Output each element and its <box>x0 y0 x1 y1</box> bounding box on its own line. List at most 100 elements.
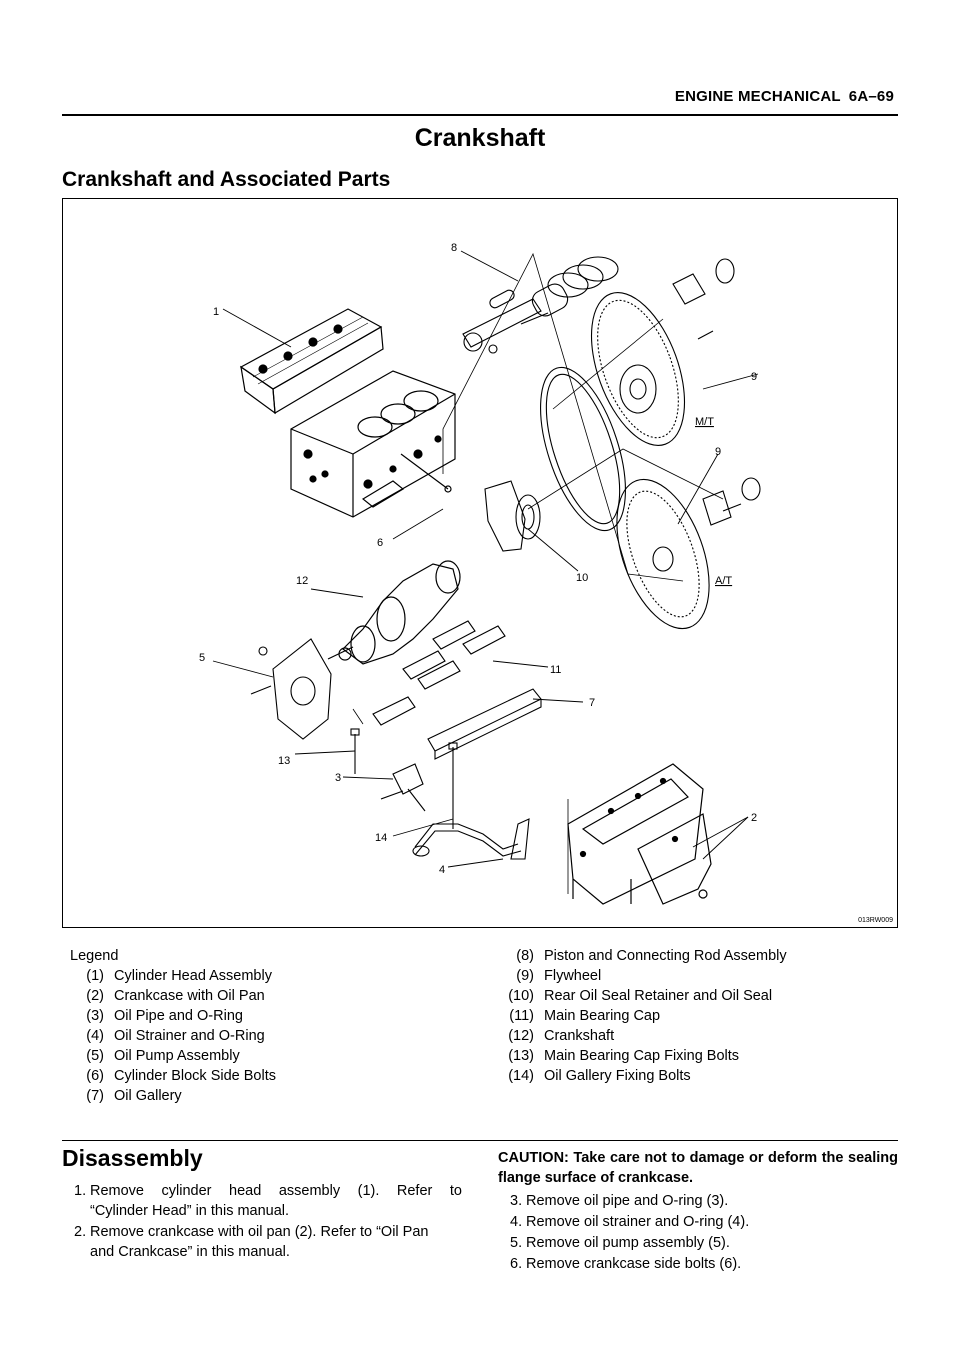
callout-4: 4 <box>439 864 445 876</box>
step-text-cont: and Crankcase” in this manual. <box>90 1244 290 1260</box>
legend-item: (7)Oil Gallery <box>70 1086 182 1106</box>
legend-item-number: (1) <box>86 968 104 984</box>
callout-9-at: 9 <box>715 446 721 458</box>
legend-item: (4) Oil Strainer and O-Ring <box>70 1026 265 1046</box>
cylinder-head-drawing <box>239 308 384 415</box>
oil-strainer-drawing <box>412 818 530 860</box>
legend-item: (12) Crankshaft <box>494 1026 614 1046</box>
header-page-number: 6A–69 <box>848 88 894 105</box>
callout-14: 14 <box>375 832 387 844</box>
oil-gallery-drawing <box>427 688 542 760</box>
legend-item-number: (11) <box>509 1008 534 1024</box>
legend-item-text: Rear Oil Seal Retainer and Oil Seal <box>544 988 773 1004</box>
ring-gear-drawing <box>540 366 626 532</box>
exploded-view-drawing: 1 2 3 4 5 6 7 8 9 9 10 11 12 13 14 M/T A… <box>199 242 761 905</box>
guide-line <box>442 252 684 582</box>
guide-line <box>352 708 364 725</box>
step-number: 1. <box>74 1183 87 1199</box>
flywheel-mt-drawing <box>590 258 735 446</box>
legend-item-number: (9) <box>516 968 534 984</box>
callout-6: 6 <box>377 537 383 549</box>
step-6: 6.Remove crankcase side bolts (6). <box>510 1254 741 1274</box>
legend-item-text: Oil Pipe and O-Ring <box>114 1008 243 1024</box>
oil-pipe-drawing <box>380 763 426 812</box>
step-number: 3. <box>510 1193 523 1209</box>
legend-item-text: Piston and Connecting Rod Assembly <box>544 948 787 964</box>
legend-item-number: (5) <box>86 1048 104 1064</box>
legend-item: (5) Oil Pump Assembly <box>70 1046 240 1066</box>
callout-1: 1 <box>213 306 219 318</box>
step-text: Remove cylinder head assembly (1). Refer… <box>90 1183 462 1199</box>
step-text: Remove oil pump assembly (5). <box>526 1235 730 1251</box>
guide-line <box>552 318 664 410</box>
legend-item: (8) Piston and Connecting Rod Assembly <box>494 946 787 966</box>
bearing-cap-bolts-drawing <box>350 728 360 774</box>
callout-2: 2 <box>751 812 757 824</box>
legend-item: (1) Cylinder Head Assembly <box>70 966 272 986</box>
caution-note: CAUTION: Take care not to damage or defo… <box>498 1150 898 1186</box>
legend-item-text: Oil Gallery Fixing Bolts <box>544 1068 691 1084</box>
legend-item-text: Cylinder Head Assembly <box>114 968 272 984</box>
legend-item-number: (3) <box>86 1008 104 1024</box>
header-rule <box>62 114 898 116</box>
guide-line <box>527 448 724 510</box>
legend-item: (3) Oil Pipe and O-Ring <box>70 1006 243 1026</box>
legend-item: (14) Oil Gallery Fixing Bolts <box>494 1066 691 1086</box>
piston-rod-drawing <box>462 256 619 354</box>
step-5: 5.Remove oil pump assembly (5). <box>510 1233 730 1253</box>
step-number: 4. <box>510 1214 523 1230</box>
step-text-cont: “Cylinder Head” in this manual. <box>90 1203 290 1219</box>
legend-item-number: (2) <box>86 988 104 1004</box>
step-text: Remove oil pipe and O-ring (3). <box>526 1193 729 1209</box>
step-4: 4.Remove oil strainer and O-ring (4). <box>510 1212 749 1232</box>
legend-item-text: Main Bearing Cap <box>544 1008 661 1024</box>
step-text: Remove crankcase side bolts (6). <box>526 1256 742 1272</box>
legend-rule <box>62 1140 898 1141</box>
callout-5: 5 <box>199 652 205 664</box>
legend-item-text: Flywheel <box>544 968 602 984</box>
step-number: 5. <box>510 1235 523 1251</box>
page-title: Crankshaft <box>414 124 546 152</box>
legend-item-text: Main Bearing Cap Fixing Bolts <box>544 1048 740 1064</box>
crankcase-oil-pan-drawing <box>567 763 712 905</box>
mt-label: M/T <box>695 416 714 428</box>
header-section-title: ENGINE MECHANICAL <box>674 88 841 105</box>
step-number: 2. <box>74 1224 87 1240</box>
disassembly-heading: Disassembly <box>62 1145 203 1171</box>
legend-item-number: (4) <box>86 1028 104 1044</box>
step-text: Remove oil strainer and O-ring (4). <box>526 1214 750 1230</box>
figure-code: 013RW009 <box>858 917 893 924</box>
step-1: 1.Remove cylinder head assembly (1). Ref… <box>74 1181 462 1221</box>
callout-8: 8 <box>451 242 457 254</box>
step-text: Remove crankcase with oil pan (2). Refer… <box>90 1224 429 1240</box>
main-bearing-caps-drawing <box>372 620 506 726</box>
legend-title: Legend <box>70 948 119 964</box>
legend-item-text: Oil Pump Assembly <box>114 1048 240 1064</box>
at-label: A/T <box>715 575 732 587</box>
legend-item-text: Oil Gallery <box>114 1088 182 1104</box>
section-subtitle: Crankshaft and Associated Parts <box>62 168 391 191</box>
callout-3: 3 <box>335 772 341 784</box>
legend-item-number: (14) <box>508 1068 534 1084</box>
legend-item: (2)Crankcase with Oil Pan <box>70 986 264 1006</box>
step-2: 2.Remove crankcase with oil pan (2). Ref… <box>74 1222 462 1262</box>
step-3: 3.Remove oil pipe and O-ring (3). <box>510 1191 728 1211</box>
callout-7: 7 <box>589 697 595 709</box>
flywheel-at-drawing <box>616 477 761 630</box>
legend-item-number: (12) <box>508 1028 534 1044</box>
legend-item-number: (6) <box>86 1068 104 1084</box>
cylinder-block-drawing <box>290 370 456 518</box>
callout-13: 13 <box>278 755 290 767</box>
leader-lines <box>212 250 759 868</box>
callout-11: 11 <box>550 664 561 676</box>
oil-pump-drawing <box>250 638 332 740</box>
rear-oil-seal-retainer-drawing <box>484 480 541 552</box>
legend-item-text: Oil Strainer and O-Ring <box>114 1028 265 1044</box>
legend-item-number: (10) <box>508 988 534 1004</box>
legend-item: (9) Flywheel <box>494 966 601 986</box>
legend-item: (6) Cylinder Block Side Bolts <box>70 1066 276 1086</box>
step-number: 6. <box>510 1256 523 1272</box>
legend-item-number: (8) <box>516 948 534 964</box>
legend-item-text: Cylinder Block Side Bolts <box>114 1068 276 1084</box>
legend-item-text: Crankshaft <box>544 1028 615 1044</box>
